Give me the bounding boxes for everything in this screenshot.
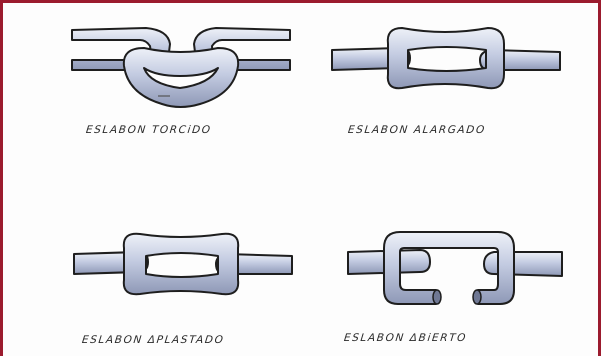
flattened-link-drawing bbox=[74, 234, 292, 294]
caption-elongated-link: ESLABON ALARGADO bbox=[347, 124, 486, 136]
caption-twisted-link: ESLABON TORCiDO bbox=[85, 124, 212, 136]
twisted-link-drawing bbox=[72, 28, 290, 107]
elongated-link-drawing bbox=[332, 28, 560, 88]
open-link-drawing bbox=[348, 232, 562, 304]
caption-flattened-link: ESLABON ΔPLASTADO bbox=[81, 334, 225, 346]
caption-open-link: ESLABON ΔBiERTO bbox=[343, 332, 467, 344]
